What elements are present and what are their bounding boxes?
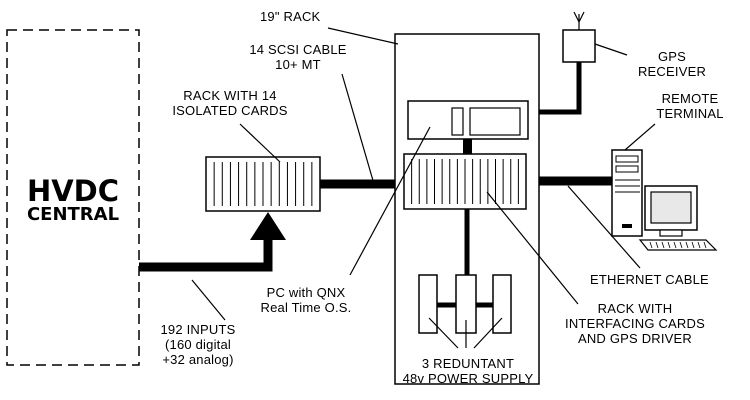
keyboard-key bbox=[649, 241, 653, 249]
keyboard-key bbox=[691, 241, 695, 249]
keyboard-key bbox=[697, 241, 701, 249]
label-inputs-line1: 192 INPUTS bbox=[160, 322, 236, 337]
label-rack-isolated-line1: RACK WITH 14 bbox=[183, 88, 277, 103]
keyboard-key bbox=[655, 241, 659, 249]
keyboard-key bbox=[661, 241, 665, 249]
label-scsi-line1: 14 SCSI CABLE bbox=[249, 42, 347, 57]
keyboard-key bbox=[679, 241, 683, 249]
label-19-rack: 19" RACK bbox=[260, 9, 321, 24]
hvdc-title: HVDC bbox=[26, 174, 120, 208]
gps-antenna-icon bbox=[573, 11, 585, 30]
label-scsi-cable: 14 SCSI CABLE 10+ MT bbox=[222, 42, 374, 72]
rack-isolated-cards bbox=[205, 156, 321, 212]
label-rackif-line2: INTERFACING CARDS bbox=[565, 316, 705, 331]
keyboard-key bbox=[673, 241, 677, 249]
power-supply-1 bbox=[418, 274, 438, 334]
gps-cable bbox=[539, 62, 582, 115]
keyboard-key bbox=[667, 241, 671, 249]
label-rack-interfacing: RACK WITH INTERFACING CARDS AND GPS DRIV… bbox=[540, 301, 730, 346]
label-scsi-line2: 10+ MT bbox=[275, 57, 321, 72]
label-ethernet-cable: ETHERNET CABLE bbox=[590, 272, 709, 287]
label-inputs-line2: (160 digital bbox=[165, 337, 231, 352]
label-pc-line1: PC with QNX bbox=[266, 285, 346, 300]
label-rackif-line3: AND GPS DRIVER bbox=[577, 331, 693, 346]
label-remote-line2: TERMINAL bbox=[656, 106, 724, 121]
pc-unit bbox=[407, 100, 529, 140]
central-title: CENTRAL bbox=[26, 204, 120, 225]
input-arrow bbox=[250, 212, 286, 240]
label-remote-line1: REMOTE bbox=[661, 91, 719, 106]
label-pc-line2: Real Time O.S. bbox=[260, 300, 352, 315]
computer-icon bbox=[611, 149, 718, 251]
label-inputs-line3: +32 analog) bbox=[162, 352, 234, 367]
label-power-supply: 3 REDUNTANT 48v POWER SUPPLY bbox=[378, 356, 558, 386]
input-cable bbox=[139, 240, 273, 272]
label-psu-line1: 3 REDUNTANT bbox=[421, 356, 515, 371]
label-pc-qnx: PC with QNX Real Time O.S. bbox=[242, 285, 370, 315]
label-rack-isolated: RACK WITH 14 ISOLATED CARDS bbox=[150, 88, 310, 118]
rack-interfacing-cards bbox=[403, 153, 527, 210]
label-psu-line2: 48v POWER SUPPLY bbox=[402, 371, 534, 386]
gps-receiver-box bbox=[562, 29, 596, 63]
label-rackif-line1: RACK WITH bbox=[597, 301, 673, 316]
keyboard-key bbox=[685, 241, 689, 249]
hvdc-central-box bbox=[6, 29, 140, 366]
label-inputs: 192 INPUTS (160 digital +32 analog) bbox=[138, 322, 258, 367]
keyboard-key bbox=[703, 241, 707, 249]
label-gps-line2: RECEIVER bbox=[637, 64, 707, 79]
label-gps-line1: GPS bbox=[657, 49, 687, 64]
power-supply-3 bbox=[492, 274, 512, 334]
pc-rack-connector bbox=[463, 139, 472, 154]
label-gps-receiver: GPS RECEIVER bbox=[624, 49, 720, 79]
leader-lines bbox=[191, 27, 656, 349]
label-rack-isolated-line2: ISOLATED CARDS bbox=[172, 103, 288, 118]
label-remote-terminal: REMOTE TERMINAL bbox=[636, 91, 744, 121]
